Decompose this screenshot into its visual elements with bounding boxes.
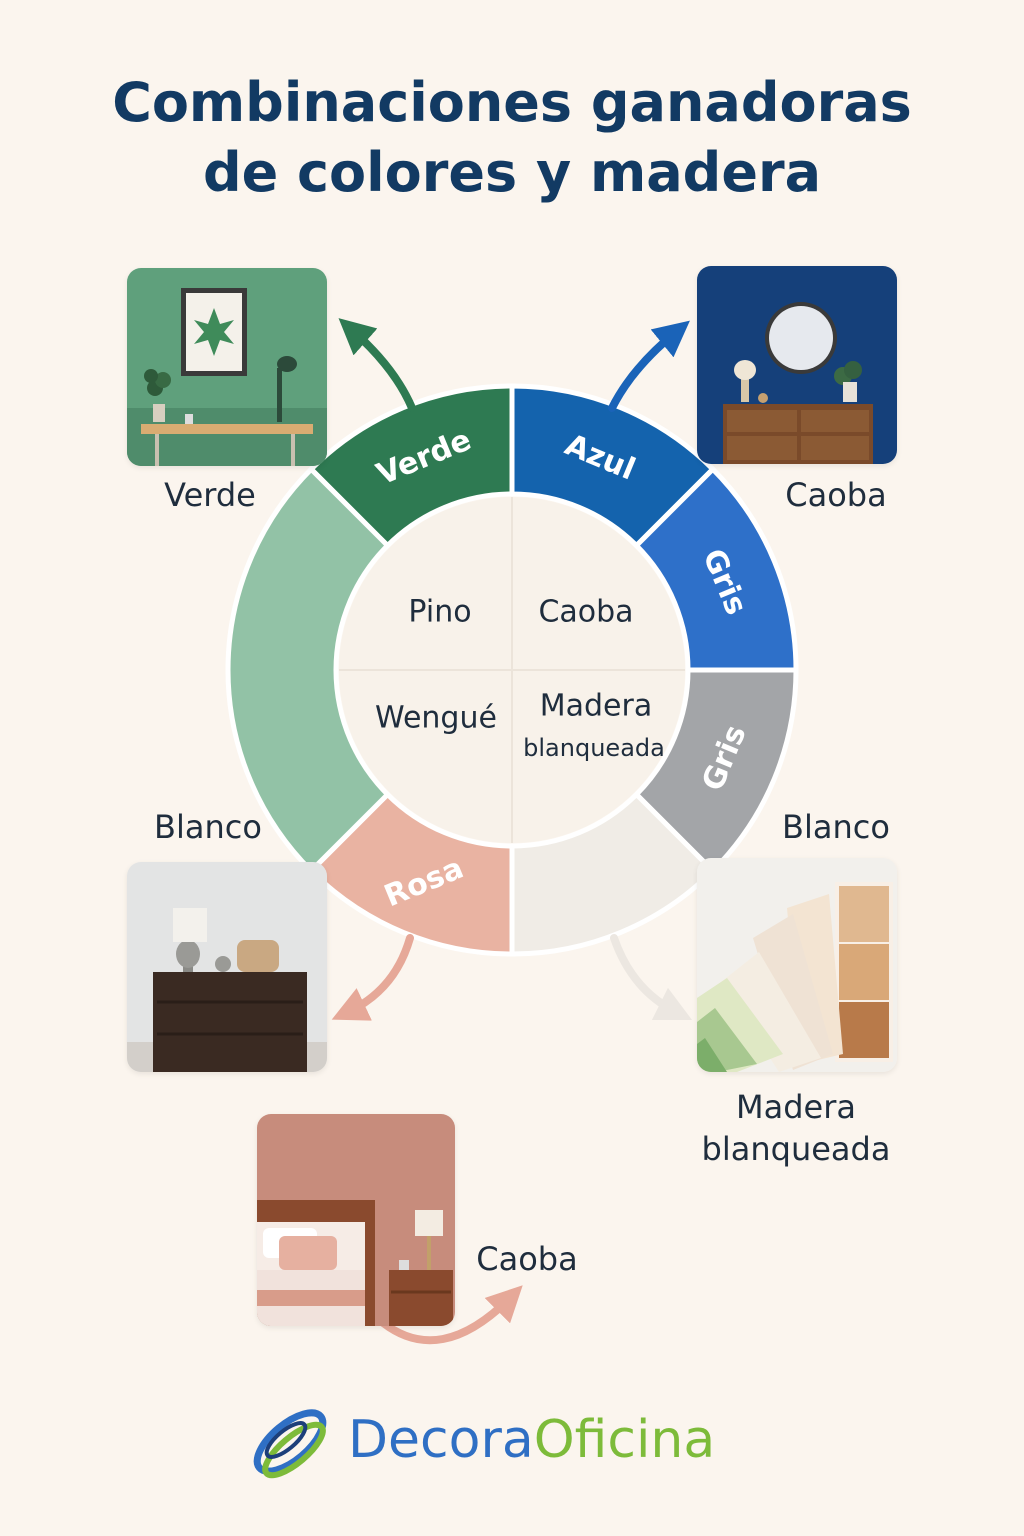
caption-caoba-top: Caoba: [785, 476, 887, 514]
center-madera-blanqueada-line-2: blanqueada: [523, 734, 665, 762]
photo-white-room: [127, 862, 327, 1072]
caption-madera-line-2: blanqueada: [701, 1130, 891, 1168]
photo-paint-swatches: [697, 858, 897, 1072]
center-wengue: Wengué: [375, 701, 497, 736]
title-line-1: Combinaciones ganadoras: [112, 71, 912, 134]
arrow-blanco: [610, 934, 693, 1021]
decoraoficina-logo: DecoraOficina: [244, 1396, 784, 1496]
title-line-2: de colores y madera: [202, 141, 822, 204]
logo-part-2: Oficina: [533, 1410, 716, 1470]
photo-pink-bedroom: [257, 1114, 455, 1326]
arrow-group: [331, 318, 693, 1345]
logo-wordmark: DecoraOficina: [348, 1410, 715, 1470]
caption-madera-blanqueada: Madera blanqueada: [676, 1086, 916, 1170]
logo-swirl-icon: [253, 1409, 327, 1479]
center-madera-blanqueada: Madera: [540, 689, 653, 724]
caption-blanco-left: Blanco: [154, 808, 262, 846]
photo-green-room: [127, 268, 327, 466]
center-pino: Pino: [408, 595, 471, 630]
arrow-verde: [338, 318, 416, 412]
ring-segment-verde-claro: [225, 465, 392, 875]
caption-caoba-bottom: Caoba: [476, 1240, 578, 1278]
center-caoba: Caoba: [538, 595, 633, 630]
arrow-azul: [608, 320, 690, 412]
page-title: Combinaciones ganadoras de colores y mad…: [0, 68, 1024, 208]
logo-part-1: Decora: [348, 1410, 534, 1470]
arrow-rosa: [331, 934, 414, 1021]
arrow-caoba-bottom: [378, 1285, 523, 1345]
caption-verde: Verde: [164, 476, 256, 514]
caption-madera-line-1: Madera: [736, 1088, 856, 1126]
caption-blanco-right: Blanco: [782, 808, 890, 846]
photo-blue-room: [697, 266, 897, 464]
